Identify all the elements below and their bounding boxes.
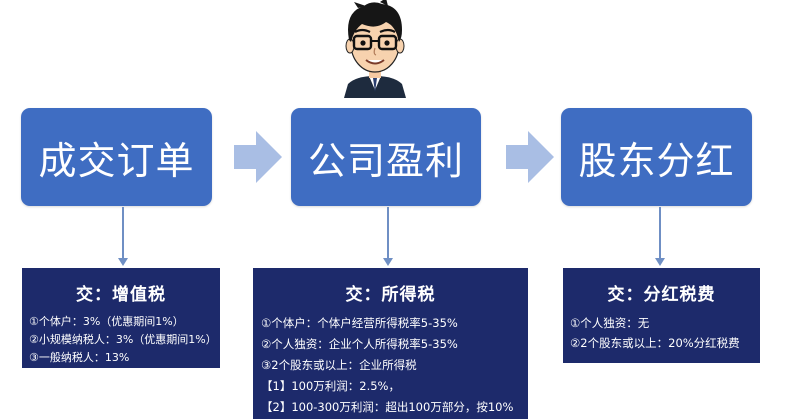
vat-panel: 交：增值税 ①个体户：3%（优惠期间1%） ②小规模纳税人：3%（优惠期间1%）… bbox=[22, 268, 220, 368]
panel-line: ①个人独资：无 bbox=[570, 316, 650, 330]
income-tax-panel: 交：所得税 ①个体户：个体户经营所得税率5-35% ②个人独资：企业个人所得税率… bbox=[253, 268, 528, 419]
panel-line: ③2个股东或以上：企业所得税 bbox=[261, 358, 417, 372]
chevron-right-icon bbox=[506, 131, 554, 183]
panel-title: 交：所得税 bbox=[345, 285, 436, 305]
connector-line bbox=[122, 207, 124, 259]
arrow-down-icon bbox=[383, 258, 393, 266]
panel-title: 交：分红税费 bbox=[607, 285, 716, 305]
stage-box-dividend: 股东分红 bbox=[561, 108, 752, 206]
panel-line: ②2个股东或以上：20%分红税费 bbox=[570, 336, 740, 350]
arrow-down-icon bbox=[118, 258, 128, 266]
stage-label: 公司盈利 bbox=[307, 138, 464, 183]
panel-line: 【2】100-300万利润：超出100万部分，按10% bbox=[261, 400, 514, 414]
stage-box-order: 成交订单 bbox=[21, 108, 212, 206]
panel-line: ①个体户：个体户经营所得税率5-35% bbox=[261, 316, 458, 330]
stage-label: 股东分红 bbox=[578, 138, 735, 183]
connector-line bbox=[659, 207, 661, 259]
panel-line: 【1】100万利润：2.5%， bbox=[261, 379, 400, 393]
connector-line bbox=[387, 207, 389, 259]
panel-title: 交：增值税 bbox=[76, 285, 166, 305]
dividend-tax-panel: 交：分红税费 ①个人独资：无 ②2个股东或以上：20%分红税费 bbox=[563, 268, 760, 363]
panel-line: ②小规模纳税人：3%（优惠期间1%） bbox=[29, 333, 217, 346]
cartoon-avatar bbox=[344, 0, 406, 98]
panel-line: ①个体户：3%（优惠期间1%） bbox=[29, 315, 184, 328]
panel-line: ③一般纳税人：13% bbox=[29, 351, 130, 364]
panel-line: ②个人独资：企业个人所得税率5-35% bbox=[261, 337, 458, 351]
stage-box-profit: 公司盈利 bbox=[291, 108, 481, 206]
chevron-right-icon bbox=[234, 131, 282, 183]
stage-label: 成交订单 bbox=[38, 138, 195, 183]
arrow-down-icon bbox=[655, 258, 665, 266]
